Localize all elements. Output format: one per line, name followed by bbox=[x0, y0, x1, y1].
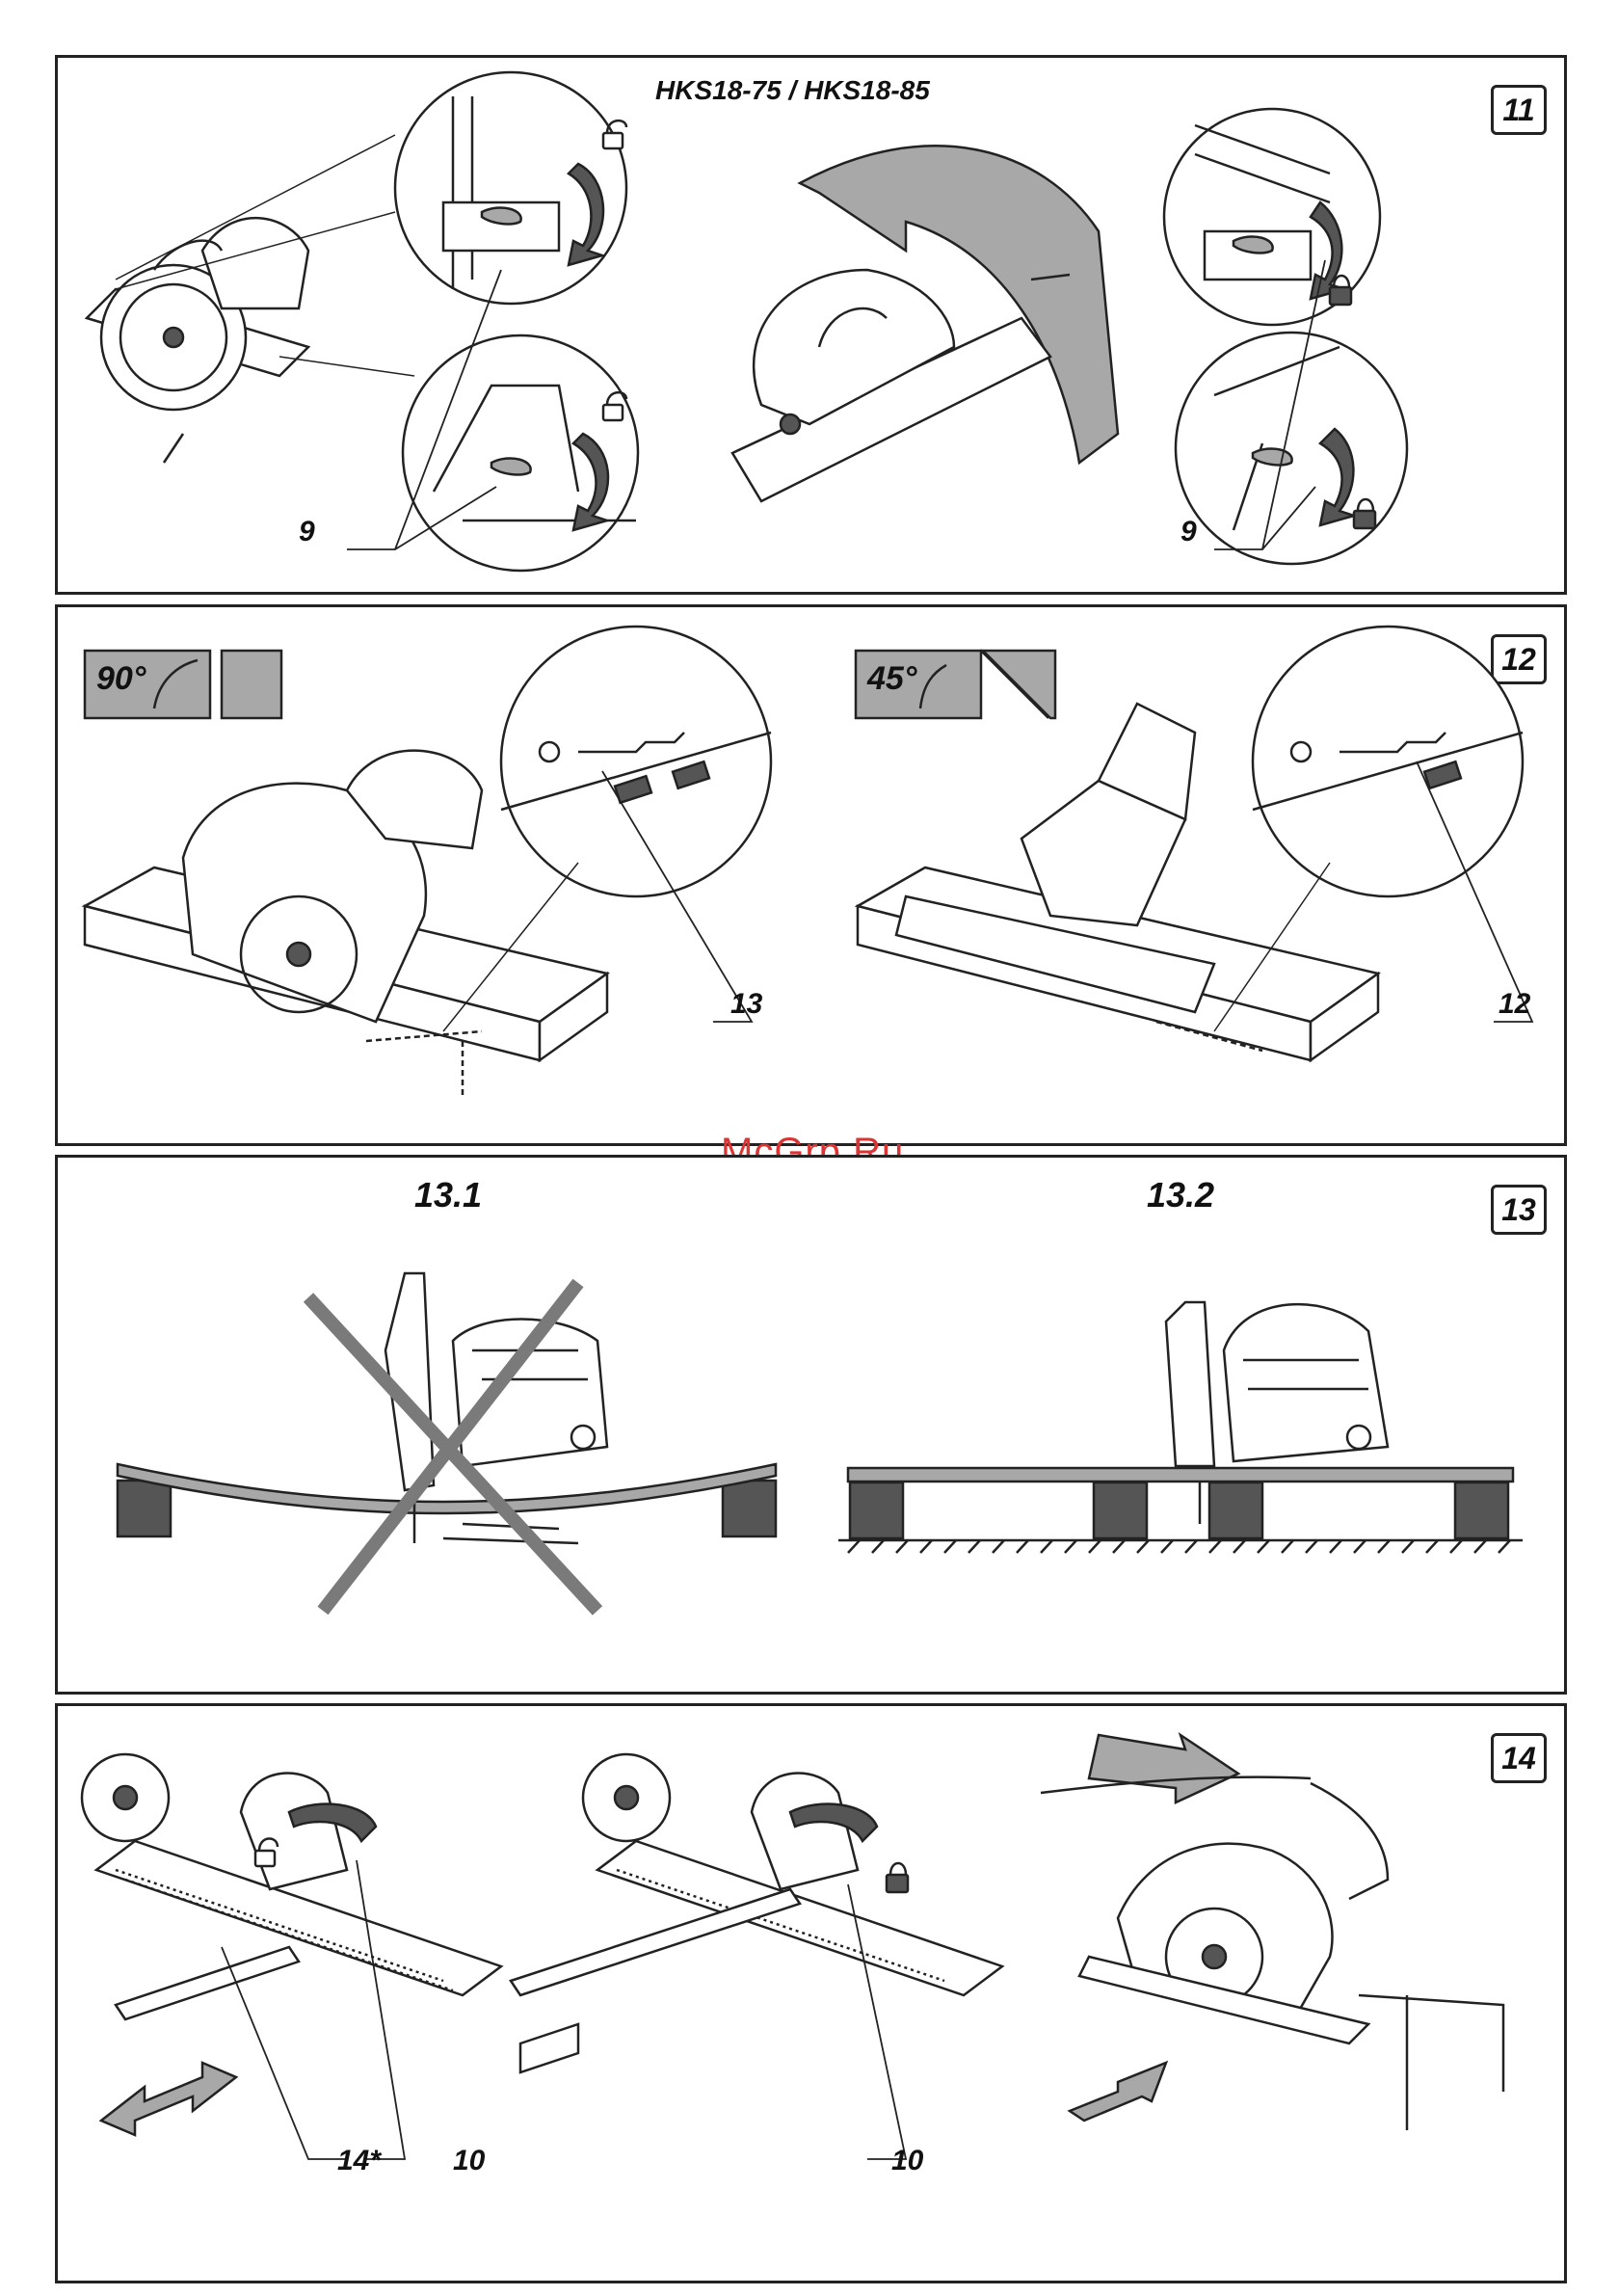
figure-13-panel: 13.1 13.2 13 bbox=[55, 1155, 1567, 1695]
figure-14-panel: 14 bbox=[55, 1703, 1567, 2283]
figure-12-panel: 12 bbox=[55, 604, 1567, 1146]
figure-14-illustration bbox=[58, 1706, 1570, 2286]
parallel-guide-lock-drawing bbox=[511, 1754, 1002, 2072]
angle-label-45: 45° bbox=[867, 660, 916, 698]
zoom-circle-front-unlock bbox=[1164, 109, 1380, 325]
figure-11-illustration bbox=[58, 58, 1570, 598]
zoom-circle-rear-unlock bbox=[1176, 333, 1407, 564]
circular-saw-drawing-left bbox=[87, 218, 308, 463]
zoom-circle-45-mark bbox=[1253, 627, 1523, 896]
callout-13: 13 bbox=[730, 988, 762, 1021]
figure-11-panel: HKS18-75 / HKS18-85 11 bbox=[55, 55, 1567, 595]
parallel-guide-unlock-drawing bbox=[82, 1754, 501, 2135]
wrong-support-drawing bbox=[118, 1273, 776, 1611]
callout-12: 12 bbox=[1499, 988, 1530, 1021]
callout-10-left: 10 bbox=[453, 2145, 485, 2177]
saw-rotating-drawing bbox=[732, 146, 1118, 501]
figure-13-illustration bbox=[58, 1158, 1570, 1697]
zoom-circle-rear-lock bbox=[403, 335, 638, 571]
angle-label-90: 90° bbox=[96, 660, 146, 698]
zoom-circle-90-mark bbox=[501, 627, 771, 896]
figure-12-illustration bbox=[58, 607, 1570, 1149]
zoom-circle-front-lock bbox=[395, 72, 626, 304]
callout-14-star: 14* bbox=[337, 2145, 381, 2177]
saw-with-guide-cutting-drawing bbox=[1041, 1735, 1503, 2130]
callout-9-right: 9 bbox=[1180, 516, 1197, 548]
callout-10-middle: 10 bbox=[891, 2145, 923, 2177]
correct-support-drawing bbox=[838, 1302, 1523, 1553]
callout-9-left: 9 bbox=[299, 516, 315, 548]
